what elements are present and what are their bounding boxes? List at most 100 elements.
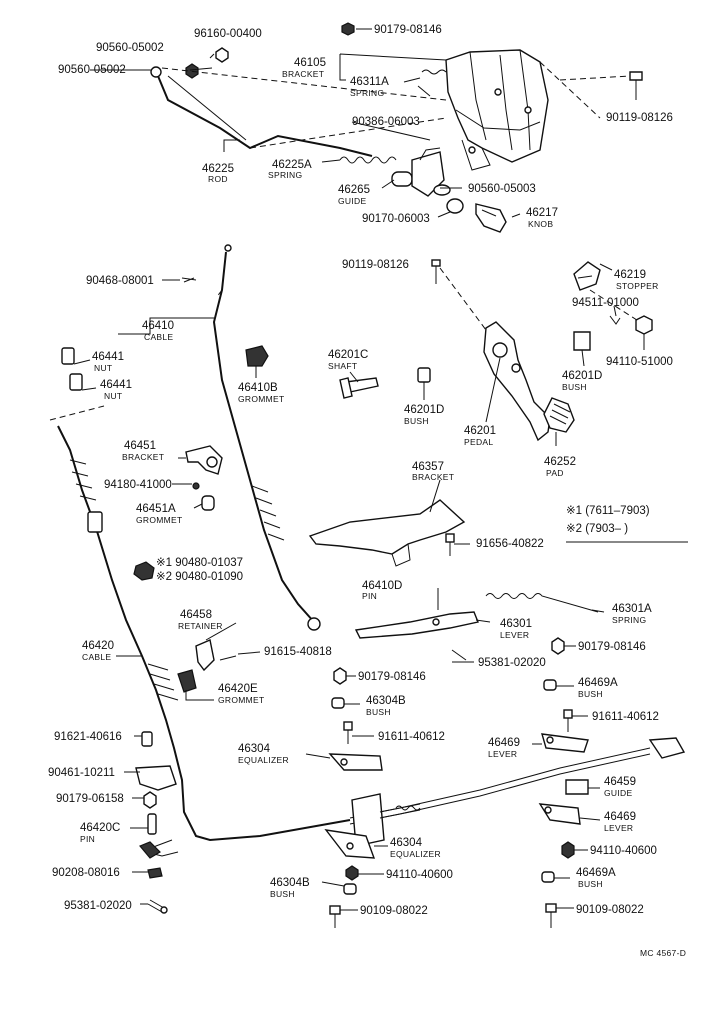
label-p10: 46225A [272, 159, 312, 171]
label-p56: 46469 [604, 811, 636, 823]
pedal-bracket-assembly [341, 22, 643, 171]
label-p2: 96160-00400 [194, 28, 262, 40]
guide-spring-group [339, 147, 507, 284]
leader-lines [73, 28, 645, 911]
label-p27-sub: PEDAL [464, 437, 493, 447]
label-p31: 46357 [412, 461, 444, 473]
label-p22-sub: NUT [104, 391, 122, 401]
label-p46-sub: BUSH [366, 707, 391, 717]
label-p39: 46301 [500, 618, 532, 630]
label-p39-sub: LEVER [500, 630, 529, 640]
label-p4: 90560-05002 [58, 64, 126, 76]
label-p9-sub: ROD [208, 174, 228, 184]
cable-46410 [181, 244, 321, 631]
label-p31-sub: BRACKET [412, 472, 454, 482]
label-p49: 91611-40612 [592, 711, 659, 723]
part-labels: 90179-08146 96160-00400 90560-05002 9056… [48, 24, 673, 917]
label-p35: ※2 90480-01090 [156, 571, 243, 583]
label-p63-sub: BUSH [270, 889, 295, 899]
label-p56-sub: LEVER [604, 823, 633, 833]
label-p5: 46105 [294, 57, 326, 69]
legend-note-2: ※2 (7903– ) [566, 523, 628, 535]
label-p47-sub: BUSH [578, 689, 603, 699]
label-p38: 46301A [612, 603, 652, 615]
label-p36-sub: PIN [362, 591, 377, 601]
label-p46: 46304B [366, 695, 406, 707]
label-p40-sub: CABLE [82, 652, 111, 662]
label-p37-sub: RETAINER [178, 621, 223, 631]
label-p42: 90179-08146 [578, 641, 646, 653]
label-p62: 46469A [576, 867, 616, 879]
diagram-code: MC 4567-D [640, 948, 686, 958]
label-p19-sub: CABLE [144, 332, 173, 342]
label-p29-sub: PAD [546, 468, 564, 478]
label-p36: 46410D [362, 580, 402, 592]
label-p11: 46265 [338, 184, 370, 196]
label-p24-sub: GROMMET [238, 394, 284, 404]
label-p52: 46469 [488, 737, 520, 749]
label-p16: 90468-08001 [86, 275, 154, 287]
label-p45: 46420E [218, 683, 258, 695]
label-p28-sub: BRACKET [122, 452, 164, 462]
bracket-46451-group [185, 445, 223, 511]
variant-legend: ※1 (7611–7903) ※2 (7903– ) [566, 505, 688, 543]
label-p23: 46201C [328, 349, 368, 361]
label-p32-sub: GROMMET [136, 515, 182, 525]
label-p19: 46410 [142, 320, 174, 332]
label-p43: 95381-02020 [478, 657, 546, 669]
label-p51-sub: EQUALIZER [238, 755, 289, 765]
label-p7: 90119-08126 [606, 112, 673, 124]
label-p64: 95381-02020 [64, 900, 132, 912]
label-p26-sub: BUSH [404, 416, 429, 426]
bracket-46357 [308, 499, 466, 567]
label-p14-sub: KNOB [528, 219, 553, 229]
label-p57: 46420C [80, 822, 120, 834]
label-p58: 46304 [390, 837, 423, 849]
label-p52-sub: LEVER [488, 749, 517, 759]
label-p37: 46458 [180, 609, 212, 621]
label-p26: 46201D [404, 404, 444, 416]
nut-group-46441 [49, 347, 105, 421]
label-p8: 90386-06003 [352, 116, 420, 128]
label-p5-sub: BRACKET [282, 69, 324, 79]
label-p53: 90461-10211 [48, 767, 115, 779]
label-p10-sub: SPRING [268, 170, 302, 180]
label-p6: 46311A [350, 76, 389, 88]
label-p33: 91656-40822 [476, 538, 544, 550]
label-p18: 94511-01000 [572, 297, 639, 309]
label-p41: 91615-40818 [264, 646, 332, 658]
label-p54: 46459 [604, 776, 636, 788]
label-p38-sub: SPRING [612, 615, 646, 625]
rod-46225 [150, 47, 447, 157]
legend-note-1: ※1 (7611–7903) [566, 505, 650, 517]
label-p47: 46469A [578, 677, 618, 689]
label-p40: 46420 [82, 640, 114, 652]
label-p54-sub: GUIDE [604, 788, 632, 798]
label-p58-sub: EQUALIZER [390, 849, 441, 859]
label-p21: 46441 [92, 351, 124, 363]
label-p30: 94180-41000 [104, 479, 172, 491]
lever-46301-group [333, 590, 599, 685]
label-p9: 46225 [202, 163, 234, 175]
label-p14: 46217 [526, 207, 558, 219]
label-p44: 90179-08146 [358, 671, 426, 683]
label-p50: 91611-40612 [378, 731, 445, 743]
label-p29: 46252 [544, 456, 576, 468]
rear-cable-equalizer-group [324, 679, 686, 928]
label-p66: 90109-08022 [576, 904, 644, 916]
label-p6-sub: SPRING [350, 88, 384, 98]
label-p57-sub: PIN [80, 834, 95, 844]
label-p13: 90170-06003 [362, 213, 430, 225]
label-p3: 90560-05002 [96, 42, 164, 54]
label-p12: 90560-05003 [468, 183, 536, 195]
label-p34: ※1 90480-01037 [156, 557, 243, 569]
label-p65: 90109-08022 [360, 905, 428, 917]
label-p45-sub: GROMMET [218, 695, 264, 705]
cable-46420 [57, 425, 351, 914]
label-p51: 46304 [238, 743, 271, 755]
label-p60: 90208-08016 [52, 867, 120, 879]
label-p62-sub: BUSH [578, 879, 603, 889]
label-p25: 46201D [562, 370, 602, 382]
label-p27: 46201 [464, 425, 496, 437]
